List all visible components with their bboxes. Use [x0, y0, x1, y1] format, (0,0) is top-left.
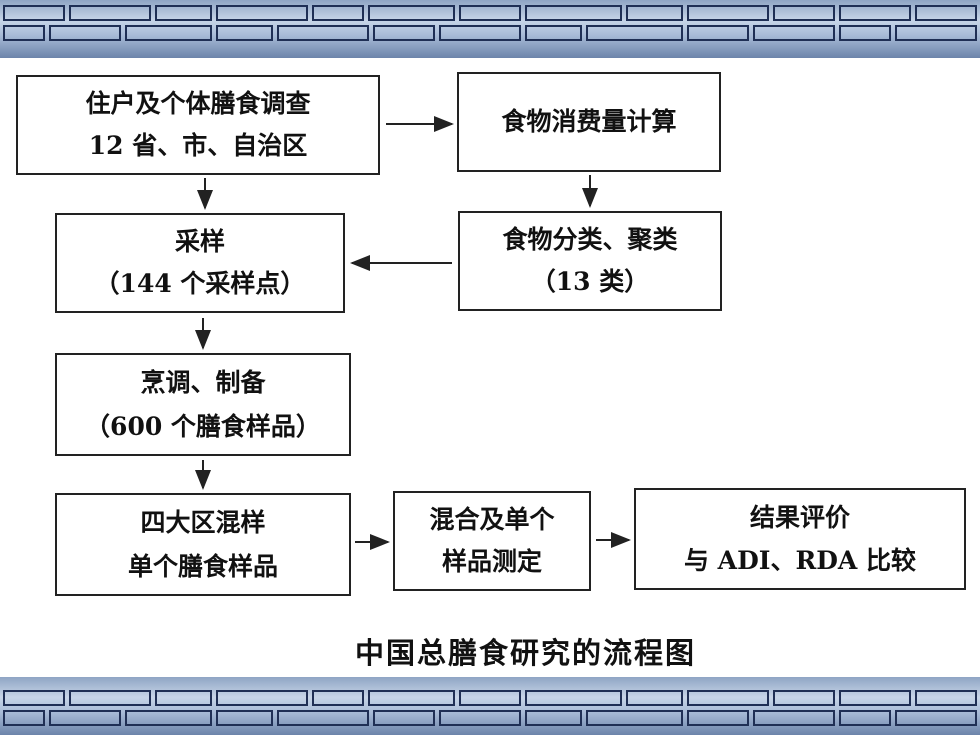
cooking-title: 烹调、制备	[140, 368, 266, 397]
classify-count: （13 类）	[530, 267, 650, 297]
consumption-box: 食物消费量计算	[457, 72, 721, 172]
measure-box: 混合及单个 样品测定	[393, 491, 591, 591]
brick-pattern-top	[3, 5, 977, 41]
mixing-box: 四大区混样 单个膳食样品	[55, 493, 351, 596]
consumption-title: 食物消费量计算	[501, 107, 677, 137]
result-comparison: 与 ADI、RDA 比较	[683, 545, 917, 575]
cooking-box: 烹调、制备 （600 个膳食样品）	[55, 353, 351, 456]
mixing-sample: 单个膳食样品	[127, 551, 278, 581]
mixing-title: 四大区混样	[140, 508, 266, 537]
measure-subtitle: 样品测定	[441, 547, 542, 577]
survey-scope: 12 省、市、自治区	[88, 131, 308, 161]
decorative-bottom-band	[0, 677, 980, 735]
survey-title: 住户及个体膳食调查	[85, 89, 311, 119]
sampling-count: （144 个采样点）	[94, 269, 306, 299]
cooking-count: （600 个膳食样品）	[85, 411, 321, 441]
diagram-caption: 中国总膳食研究的流程图	[355, 636, 697, 670]
sampling-box: 采样 （144 个采样点）	[55, 213, 345, 313]
decorative-top-band	[0, 0, 980, 58]
survey-box: 住户及个体膳食调查 12 省、市、自治区	[16, 75, 380, 175]
sampling-title: 采样	[174, 227, 225, 257]
classify-title: 食物分类、聚类	[502, 225, 678, 255]
brick-pattern-bottom	[3, 690, 977, 726]
result-box: 结果评价 与 ADI、RDA 比较	[634, 488, 966, 590]
measure-title: 混合及单个	[429, 505, 555, 535]
classify-box: 食物分类、聚类 （13 类）	[458, 211, 722, 311]
result-title: 结果评价	[749, 502, 850, 532]
